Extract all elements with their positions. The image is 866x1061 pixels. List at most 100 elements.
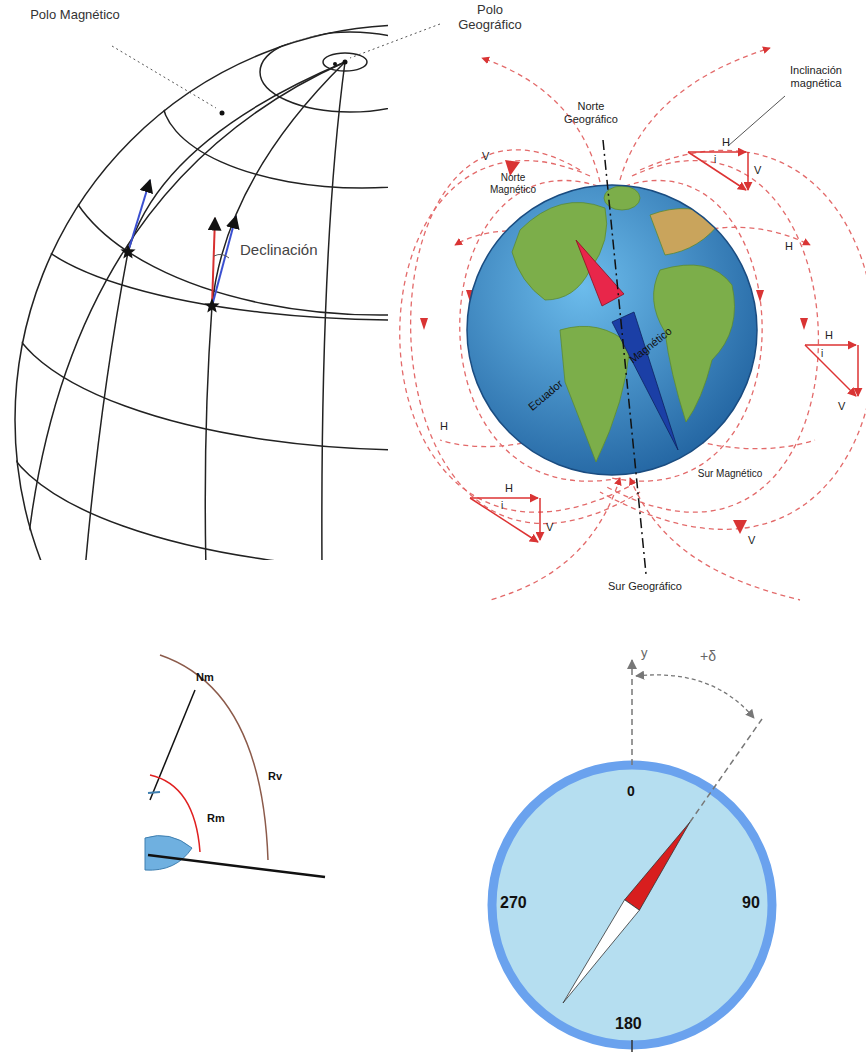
- compass-degree: 0: [627, 783, 635, 799]
- illustration-part: [539, 498, 541, 540]
- vector-letter: V: [838, 400, 845, 413]
- location-stars: [120, 244, 219, 312]
- angle-label: +δ: [700, 648, 716, 664]
- equator-label: Ecuador: [525, 377, 565, 413]
- illustration-part: [0, 420, 388, 560]
- vector-letter: V: [482, 150, 489, 163]
- pole-label: Sur Magnético: [695, 468, 765, 480]
- illustration-part: [631, 1040, 633, 1052]
- illustration-part: [576, 240, 624, 306]
- compass-degree: 270: [500, 894, 527, 912]
- illustration-part: [220, 111, 225, 116]
- illustration-part: [563, 900, 639, 1003]
- illustration-part: [150, 775, 200, 852]
- sphere-graticule: [0, 0, 388, 560]
- illustration-part: [688, 151, 746, 153]
- illustration-part: [322, 62, 345, 560]
- illustration-part: [650, 209, 722, 255]
- vector-letter: H: [505, 482, 513, 495]
- illustration-part: [805, 345, 856, 396]
- vector-letter: H: [785, 240, 793, 253]
- illustration-part: [805, 344, 856, 346]
- pole-label: Polo Geográfico: [445, 3, 535, 33]
- illustration-part: [560, 326, 630, 462]
- illustration-part: [800, 318, 808, 330]
- illustration-part: [343, 60, 348, 65]
- illustration-part: [631, 660, 633, 765]
- illustration-part: [512, 202, 607, 300]
- magnetic-axis-needle: [576, 140, 678, 574]
- illustration-part: [857, 345, 859, 396]
- illustration-part: [148, 855, 325, 877]
- illustration-part: [120, 244, 135, 258]
- illustration-part: [490, 478, 620, 600]
- illustration-part: [145, 836, 192, 871]
- illustration-part: [470, 498, 538, 542]
- illustration-part: [690, 719, 762, 822]
- illustration-part: [5, 300, 388, 450]
- illustration-part: [214, 254, 229, 258]
- compass: [492, 660, 772, 1052]
- illustration-part: [204, 298, 219, 312]
- illustration-part: [148, 792, 160, 793]
- compass-degree: 180: [615, 1015, 642, 1033]
- illustration-part: [733, 520, 747, 534]
- illustration-part: [85, 62, 345, 560]
- illustration-part: [420, 318, 428, 330]
- illustration-part: [25, 62, 345, 560]
- illustration-part: [162, 8, 388, 188]
- inclination-triangles: [470, 96, 858, 542]
- illustration-part: [747, 152, 749, 190]
- illustration-part: [654, 265, 735, 422]
- pole-markers: [112, 24, 440, 116]
- vector-letter: H: [722, 136, 730, 149]
- illustration-part: [470, 497, 538, 499]
- bearing-label: Rv: [268, 770, 282, 783]
- illustration-part: [333, 62, 337, 66]
- vector-letter: H: [825, 329, 833, 342]
- illustration-part: [150, 690, 195, 800]
- bearing-label: Nm: [196, 671, 214, 684]
- bearing-label: Rm: [207, 812, 225, 825]
- illustration-part: [350, 24, 440, 58]
- pole-label: Norte Geográfico: [555, 100, 627, 125]
- illustration-part: [612, 312, 678, 450]
- illustration-part: [0, 0, 388, 560]
- vector-letter: V: [546, 521, 553, 534]
- pole-label: Sur Geográfico: [605, 580, 685, 593]
- pole-label: Norte Magnético: [478, 172, 548, 195]
- pole-label: Polo Magnético: [30, 8, 120, 23]
- angle-letter: i: [714, 154, 716, 166]
- illustration-part: [625, 822, 690, 910]
- illustration-part: [128, 180, 150, 252]
- field-arrowheads: [420, 160, 808, 534]
- vector-letter: V: [748, 534, 755, 547]
- vector-letter: V: [754, 164, 761, 177]
- illustration-part: [160, 655, 268, 860]
- illustration-part: [20, 210, 388, 320]
- illustration-part: [492, 765, 772, 1045]
- angle-letter: i: [501, 500, 503, 512]
- illustration-part: [205, 62, 345, 560]
- illustration-part: [112, 46, 216, 108]
- axis-letter: y: [641, 646, 648, 661]
- illustration-part: [756, 290, 764, 302]
- illustration-part: [512, 186, 735, 462]
- vector-letter: H: [440, 420, 448, 433]
- declination-vectors: [128, 180, 236, 306]
- illustration-part: [728, 96, 785, 146]
- bearing-sketch: [145, 655, 325, 877]
- declination-label: Declinación: [240, 241, 318, 258]
- compass-degree: 90: [742, 894, 760, 912]
- field-lines: [400, 48, 866, 600]
- illustration-part: [688, 152, 746, 190]
- illustration-part: [60, 0, 388, 315]
- illustration-part: [212, 216, 236, 306]
- illustration-part: [636, 675, 754, 718]
- axis-label: Magnético: [626, 324, 674, 365]
- illustration-part: [15, 25, 388, 560]
- inclination-label: Inclinación magnética: [770, 64, 862, 89]
- angle-letter: i: [821, 348, 823, 360]
